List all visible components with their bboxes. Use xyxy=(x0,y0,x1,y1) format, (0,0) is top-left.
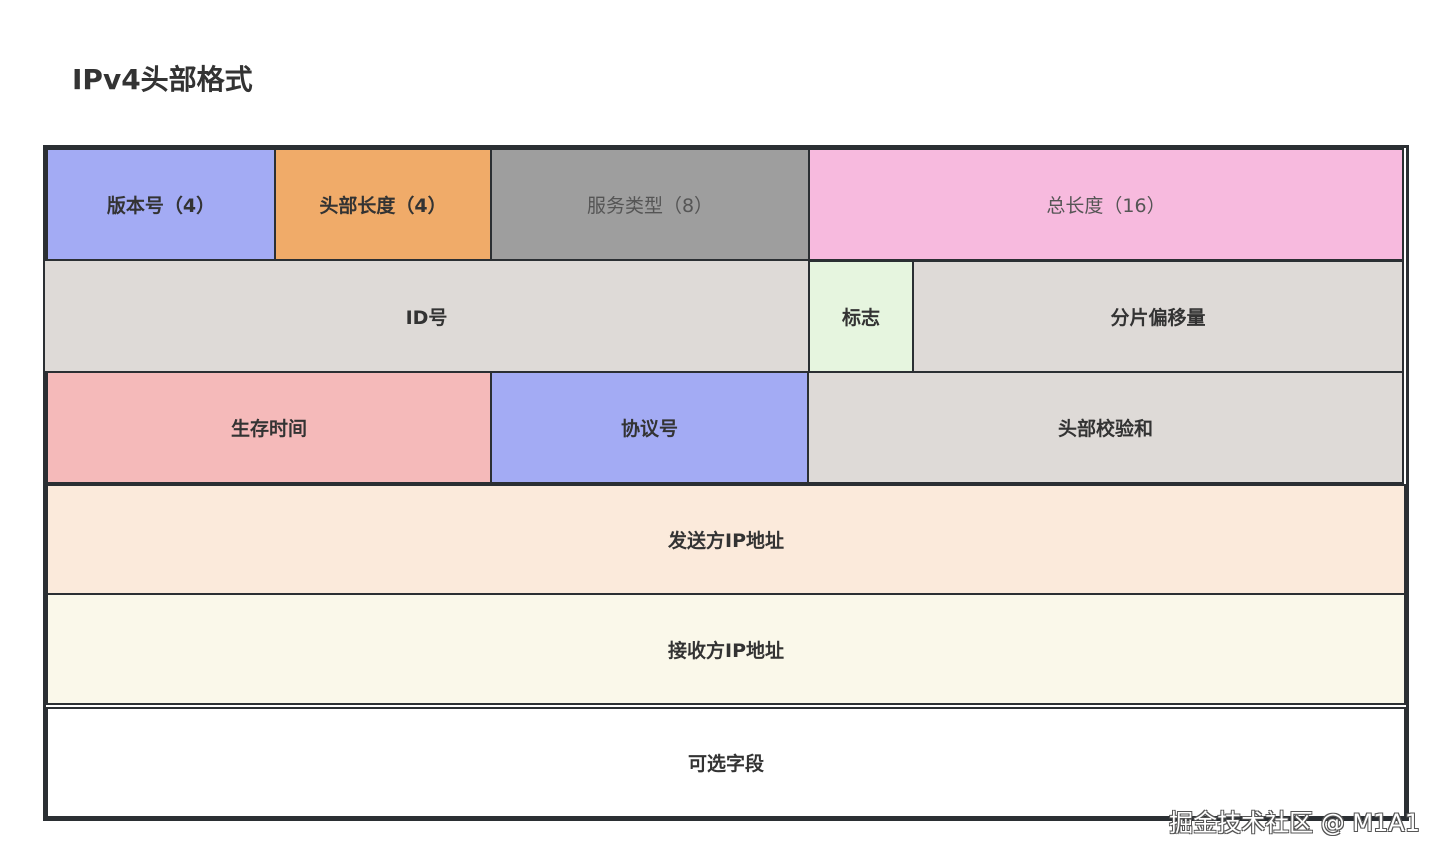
field-fragment-offset-label: 分片偏移量 xyxy=(1110,307,1206,329)
field-source-ip: 发送方IP地址 xyxy=(46,484,1406,595)
field-options: 可选字段 xyxy=(46,707,1406,818)
field-fragment-offset: 分片偏移量 xyxy=(912,260,1404,373)
field-ttl: 生存时间 xyxy=(46,371,492,484)
field-protocol-label: 协议号 xyxy=(620,418,678,440)
page-title: IPv4头部格式 xyxy=(72,63,253,96)
field-protocol: 协议号 xyxy=(490,371,809,484)
field-source-ip-label: 发送方IP地址 xyxy=(668,530,784,552)
field-id-label: ID号 xyxy=(405,306,448,329)
field-id: ID号 xyxy=(43,259,810,373)
field-service-type-label: 服务类型（8） xyxy=(586,195,714,217)
field-ttl-label: 生存时间 xyxy=(230,418,307,440)
field-flags: 标志 xyxy=(808,260,914,373)
field-version: 版本号（4） xyxy=(46,148,276,261)
field-header-length: 头部长度（4） xyxy=(274,148,492,261)
field-version-label: 版本号（4） xyxy=(106,195,216,217)
field-flags-label: 标志 xyxy=(841,307,880,329)
field-service-type: 服务类型（8） xyxy=(490,148,810,261)
field-total-length: 总长度（16） xyxy=(808,148,1404,261)
field-dest-ip: 接收方IP地址 xyxy=(46,593,1406,705)
field-header-length-label: 头部长度（4） xyxy=(319,195,447,217)
watermark: 掘金技术社区 @ M1A1 xyxy=(1169,809,1420,837)
ipv4-header-diagram: 版本号（4） 头部长度（4） 服务类型（8） 总长度（16） ID号 标志 分片… xyxy=(43,145,1409,821)
field-header-checksum-label: 头部校验和 xyxy=(1057,418,1153,440)
field-dest-ip-label: 接收方IP地址 xyxy=(668,639,784,662)
field-options-label: 可选字段 xyxy=(687,753,764,775)
field-total-length-label: 总长度（16） xyxy=(1046,195,1166,217)
field-header-checksum: 头部校验和 xyxy=(807,371,1404,484)
